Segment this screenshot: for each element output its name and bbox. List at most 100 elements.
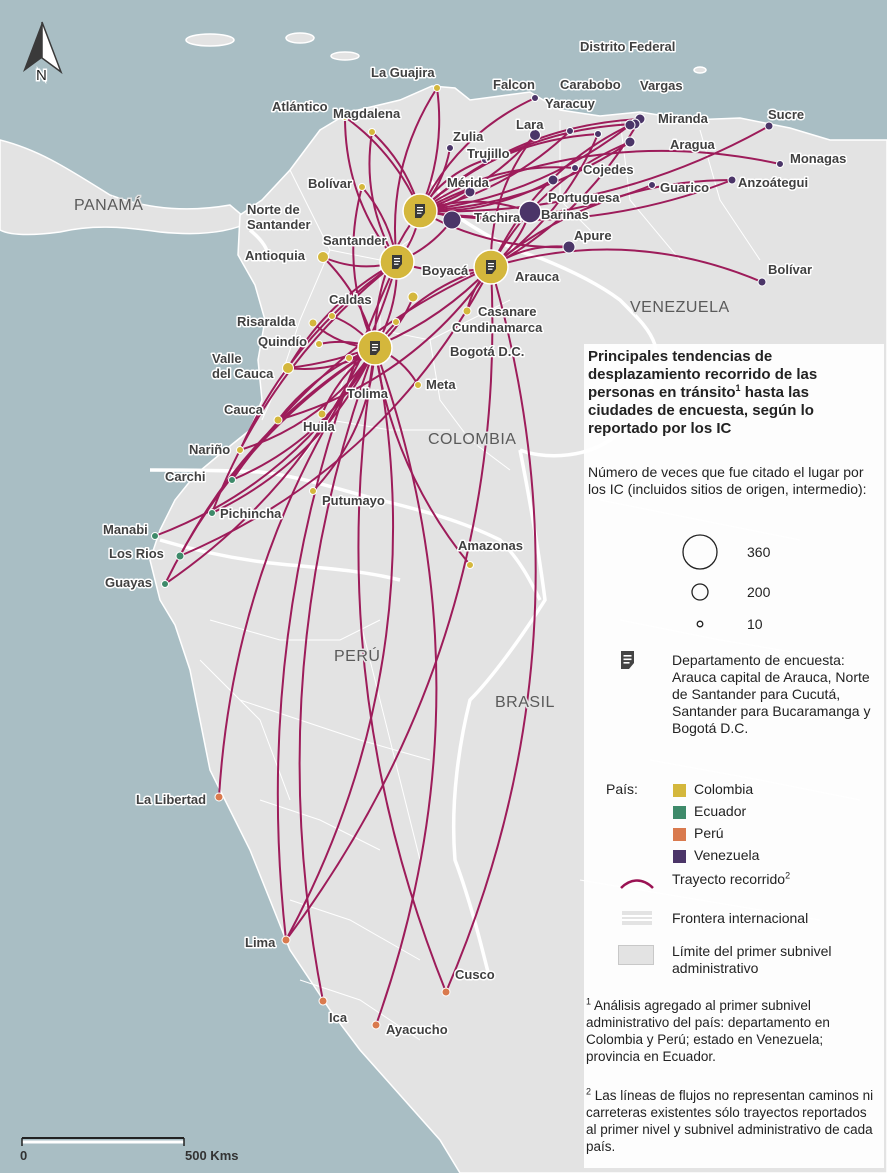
marker-bolivar_co	[358, 183, 366, 191]
marker-guajira	[433, 84, 441, 92]
marker-quindio	[315, 340, 323, 348]
footnote-2: 2 Las líneas de flujos no representan ca…	[586, 1086, 874, 1154]
flow-line-bolivar_ve-to-arauca	[490, 248, 763, 283]
size-legend-360: 360	[747, 544, 771, 560]
label-boyaca: Boyacá	[422, 263, 469, 278]
marker-amazonas	[466, 561, 474, 569]
survey-icon-arauca	[486, 260, 496, 274]
footnote-1: 1 Análisis agregado al primer subnivel a…	[586, 996, 830, 1064]
flow-line-guajira-to-santander	[394, 87, 438, 263]
marker-meta	[414, 381, 422, 389]
flow-line-sucre-to-norte_santander	[419, 125, 770, 213]
north-arrow: N	[23, 21, 63, 86]
marker-bolivar_ve	[757, 277, 767, 287]
legend-panel: Principales tendencias de desplazamiento…	[584, 344, 884, 1168]
label-miranda: Miranda	[658, 111, 709, 126]
label-meta: Meta	[426, 377, 456, 392]
label-cundinamarca: Cundinamarca	[452, 320, 543, 335]
label-monagas: Monagas	[790, 151, 846, 166]
marker-merida	[464, 186, 476, 198]
flow-line-cojedes-to-norte_santander	[419, 166, 576, 212]
marker-sucre	[764, 121, 774, 131]
scale-distance: 500 Kms	[185, 1148, 238, 1163]
legend-country-ecuador: Ecuador	[694, 803, 747, 819]
marker-lara	[529, 129, 541, 141]
legend-country-venezuela: Venezuela	[694, 847, 760, 863]
label-antioquia: Antioquia	[245, 248, 306, 263]
marker-monagas	[776, 160, 784, 168]
flow-legend-label: Trayecto recorrido2	[672, 870, 791, 887]
label-bogota: Bogotá D.C.	[450, 344, 524, 359]
label-casanare: Casanare	[478, 304, 537, 319]
flow-line-cusco-to-arauca	[445, 266, 537, 993]
label-anzoategui: Anzoátegui	[738, 175, 808, 190]
label-risaralda: Risaralda	[237, 314, 296, 329]
label-narino: Nariño	[189, 442, 230, 457]
label-trujillo: Trujillo	[467, 146, 510, 161]
marker-yaracuy	[566, 127, 574, 135]
survey-icon-bogota	[370, 341, 380, 355]
flow-line-ica-to-bogota	[298, 347, 376, 1002]
marker-miranda	[624, 119, 636, 131]
swatch-colombia	[673, 784, 686, 797]
country-label-peru: PERÚ	[334, 646, 380, 665]
label-barinas: Barinas	[541, 207, 589, 222]
admin-swatch	[618, 945, 654, 965]
marker-pichincha	[208, 509, 216, 517]
label-yaracuy: Yaracuy	[545, 96, 596, 111]
label-bolivar_ve: Bolívar	[768, 262, 812, 277]
marker-guarico	[648, 181, 656, 189]
legend-title: Principales tendencias de desplazamiento…	[588, 348, 818, 437]
label-ica: Ica	[329, 1010, 348, 1025]
marker-huila	[317, 409, 327, 419]
size-legend-10: 10	[747, 616, 763, 632]
flow-line-cauca-to-arauca	[277, 266, 492, 421]
marker-anzoategui	[727, 175, 737, 185]
flow-line-lima-to-santander	[276, 261, 398, 941]
flow-line-aragua-to-arauca	[490, 141, 631, 268]
flow-line-ayacucho-to-bogota	[374, 347, 438, 1026]
flow-line-guayas-to-santander	[164, 261, 398, 585]
survey-icon-norte_santander	[415, 204, 425, 218]
label-magdalena: Magdalena	[333, 106, 401, 121]
label-apure: Apure	[574, 228, 612, 243]
marker-carchi	[228, 476, 236, 484]
legend-country-peru: Perú	[694, 825, 724, 841]
flow-line-miranda-to-norte_santander	[419, 124, 631, 212]
flow-line-narino-to-santander	[239, 261, 398, 451]
marker-valle	[282, 362, 294, 374]
marker-cundinamarca	[392, 318, 400, 326]
marker-casanare	[462, 306, 472, 316]
marker-ica	[318, 996, 328, 1006]
place-markers	[151, 84, 784, 1030]
label-falcon: Falcon	[493, 77, 535, 92]
label-carabobo: Carabobo	[560, 77, 621, 92]
label-atlantico: Atlántico	[272, 99, 328, 114]
marker-trujillo	[481, 156, 489, 164]
flow-line-atlantico-to-santander	[343, 116, 398, 263]
label-ayacucho: Ayacucho	[386, 1022, 448, 1037]
country-label-brasil: BRASIL	[495, 694, 555, 711]
marker-narino	[236, 446, 244, 454]
label-aragua: Aragua	[670, 137, 716, 152]
label-los_rios: Los Rios	[109, 546, 164, 561]
scale-zero: 0	[20, 1148, 27, 1163]
marker-atlantico	[341, 113, 349, 121]
marker-aragua	[624, 136, 636, 148]
admin-legend-label: Límite del primer subnivel administrativ…	[672, 943, 832, 976]
marker-zulia	[446, 144, 454, 152]
label-amazonas: Amazonas	[458, 538, 523, 553]
marker-los_rios	[175, 551, 185, 561]
flow-line-vargas-to-norte_santander	[419, 123, 636, 212]
marker-cauca	[273, 415, 283, 425]
legend-subtitle: Número de veces que fue citado el lugar …	[588, 464, 867, 497]
marker-apure	[562, 240, 576, 254]
flow-line-valle-to-santander	[287, 261, 398, 369]
flow-line-valle-to-arauca	[287, 266, 492, 369]
country-label-panama: PANAMÁ	[74, 195, 143, 214]
country-label-venezuela: VENEZUELA	[630, 299, 730, 316]
marker-tachira	[442, 210, 462, 230]
marker-boyaca	[407, 291, 419, 303]
